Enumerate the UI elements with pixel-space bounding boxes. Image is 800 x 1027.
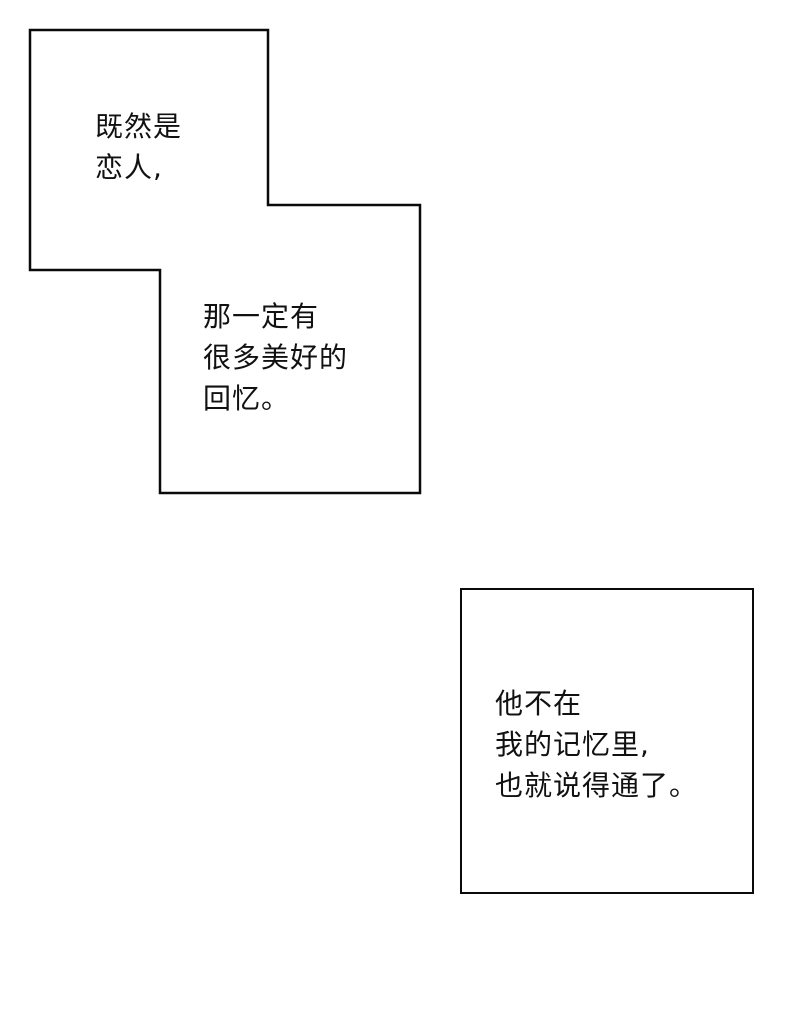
speech-bubble-bottom: 他不在 我的记忆里, 也就说得通了。 (460, 588, 754, 894)
speech-text-bottom: 他不在 我的记忆里, 也就说得通了。 (495, 687, 699, 802)
speech-text-middle: 那一定有 很多美好的 回忆。 (203, 300, 349, 415)
speech-text-top: 既然是 恋人, (95, 110, 183, 184)
